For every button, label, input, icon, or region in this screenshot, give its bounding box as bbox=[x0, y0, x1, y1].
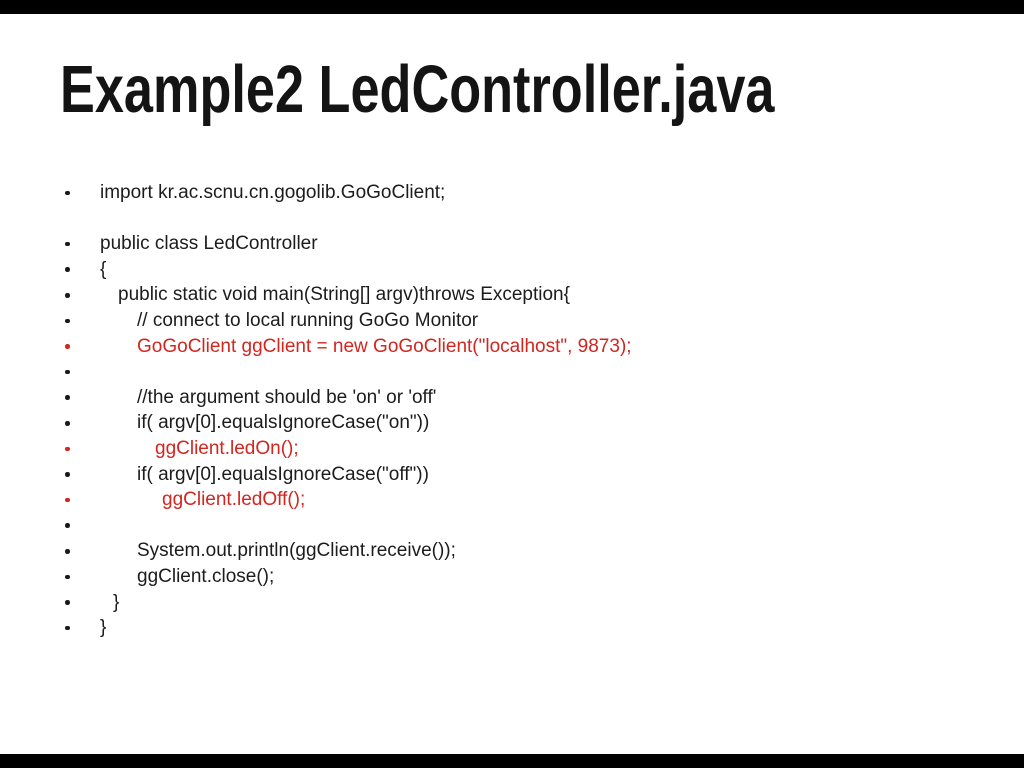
bullet-icon bbox=[65, 267, 70, 272]
bullet-icon bbox=[65, 395, 70, 400]
bullet-icon bbox=[65, 523, 70, 528]
code-text: System.out.println(ggClient.receive()); bbox=[137, 540, 456, 562]
code-text: ggClient.ledOn(); bbox=[155, 437, 299, 459]
code-text: // connect to local running GoGo Monitor bbox=[137, 309, 479, 331]
code-line bbox=[0, 206, 1024, 232]
bullet-icon bbox=[65, 446, 70, 452]
bullet-icon bbox=[65, 318, 70, 324]
code-line: } bbox=[0, 615, 1024, 641]
letterbox-bar-bottom bbox=[0, 754, 1024, 768]
code-line: ggClient.ledOn(); bbox=[0, 436, 1024, 462]
bullet-icon bbox=[65, 241, 70, 247]
bullet-icon bbox=[65, 420, 70, 426]
bullet-icon bbox=[65, 548, 70, 554]
code-line: } bbox=[0, 590, 1024, 616]
code-text: public static void main(String[] argv)th… bbox=[118, 284, 570, 306]
bullet-icon bbox=[65, 292, 70, 298]
bullet-icon bbox=[65, 574, 70, 580]
bullet-icon bbox=[65, 472, 70, 477]
code-text: if( argv[0].equalsIgnoreCase("off")) bbox=[137, 463, 429, 485]
code-line: ggClient.ledOff(); bbox=[0, 487, 1024, 513]
code-line: import kr.ac.scnu.cn.gogolib.GoGoClient; bbox=[0, 180, 1024, 206]
code-text: import kr.ac.scnu.cn.gogolib.GoGoClient; bbox=[100, 182, 446, 203]
code-line: if( argv[0].equalsIgnoreCase("off")) bbox=[0, 462, 1024, 488]
code-line: // connect to local running GoGo Monitor bbox=[0, 308, 1024, 334]
code-line: if( argv[0].equalsIgnoreCase("on")) bbox=[0, 410, 1024, 436]
bullet-icon bbox=[65, 369, 70, 375]
code-text: GoGoClient ggClient = new GoGoClient("lo… bbox=[137, 335, 632, 357]
code-text: //the argument should be 'on' or 'off' bbox=[137, 386, 437, 408]
bullet-icon bbox=[65, 497, 70, 503]
code-line: ggClient.close(); bbox=[0, 564, 1024, 590]
code-line bbox=[0, 359, 1024, 385]
slide-title: Example2 LedController.java bbox=[60, 52, 775, 127]
code-line: public class LedController bbox=[0, 231, 1024, 257]
code-line: { bbox=[0, 257, 1024, 283]
code-text: if( argv[0].equalsIgnoreCase("on")) bbox=[137, 412, 430, 434]
bullet-icon bbox=[65, 190, 70, 196]
bullet-icon bbox=[65, 344, 70, 349]
code-text: ggClient.ledOff(); bbox=[162, 489, 306, 511]
code-text: } bbox=[100, 617, 107, 639]
code-text: public class LedController bbox=[100, 233, 318, 255]
code-line: public static void main(String[] argv)th… bbox=[0, 282, 1024, 308]
code-line: GoGoClient ggClient = new GoGoClient("lo… bbox=[0, 334, 1024, 360]
code-line: System.out.println(ggClient.receive()); bbox=[0, 538, 1024, 564]
bullet-icon bbox=[65, 625, 70, 631]
code-line: //the argument should be 'on' or 'off' bbox=[0, 385, 1024, 411]
letterbox-bar-top bbox=[0, 0, 1024, 14]
code-text: } bbox=[113, 591, 120, 613]
code-text: ggClient.close(); bbox=[137, 565, 275, 587]
bullet-icon bbox=[65, 600, 70, 605]
code-listing: import kr.ac.scnu.cn.gogolib.GoGoClient;… bbox=[0, 180, 1024, 641]
code-line bbox=[0, 513, 1024, 539]
code-text: { bbox=[100, 258, 107, 280]
